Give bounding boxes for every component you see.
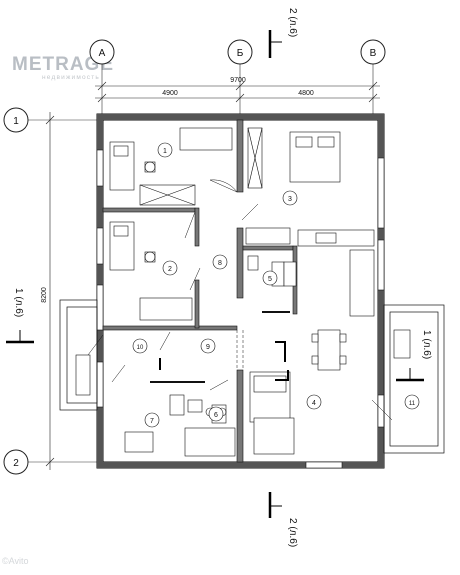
svg-text:1 (л.6): 1 (л.6) [13, 288, 24, 317]
room-label-6: 6 [208, 406, 224, 422]
svg-text:1: 1 [163, 148, 167, 155]
room-label-9: 9 [200, 338, 216, 354]
room-labels: 1 2 3 4 5 6 7 8 9 10 11 [132, 142, 420, 428]
svg-text:2 (л.6): 2 (л.6) [287, 518, 298, 547]
svg-text:9: 9 [206, 344, 210, 351]
svg-text:1: 1 [13, 116, 19, 127]
legend-symbols [159, 341, 289, 381]
axis-bubble-1: 1 [3, 107, 29, 133]
room-label-4: 4 [306, 394, 322, 410]
svg-text:Б: Б [237, 48, 244, 59]
svg-text:10: 10 [137, 345, 144, 351]
brand-logo: METRAGE [12, 54, 114, 75]
svg-text:1 (л.6): 1 (л.6) [421, 330, 432, 359]
dim-total-width: 9700 [230, 77, 246, 84]
watermark: ©Avito [2, 556, 29, 566]
section-marker-top: 2 (л.6) [268, 8, 298, 58]
bathtub-6 [184, 427, 236, 457]
svg-text:5: 5 [268, 276, 272, 283]
axis-bubble-a: А [89, 39, 115, 65]
svg-text:А: А [99, 48, 106, 59]
balcony-right [383, 304, 445, 454]
dimension-lines [45, 81, 380, 470]
axis-bubble-b: Б [227, 39, 253, 65]
dim-total-height: 8200 [41, 287, 48, 303]
room-label-3: 3 [282, 190, 298, 206]
dining-table [317, 329, 341, 371]
svg-text:6: 6 [214, 412, 218, 419]
axis-bubble-2: 2 [3, 449, 29, 475]
room-label-7: 7 [144, 412, 160, 428]
toilet-6 [169, 394, 185, 416]
desk-room-2 [139, 297, 193, 321]
axis-bubble-v: В [360, 39, 386, 65]
section-marker-bottom: 2 (л.6) [268, 492, 298, 547]
svg-text:В: В [370, 48, 377, 59]
kitchen-counter-side [349, 249, 375, 317]
svg-text:7: 7 [150, 418, 154, 425]
partitions [150, 311, 290, 383]
room-label-10: 10 [132, 338, 148, 354]
bathtub [245, 227, 291, 245]
balcony-left [59, 299, 98, 411]
toilet-5 [247, 255, 259, 271]
armchair [253, 417, 295, 455]
room-label-1: 1 [157, 142, 173, 158]
svg-text:8: 8 [218, 260, 222, 267]
desk-room-1 [179, 127, 233, 151]
svg-text:3: 3 [288, 196, 292, 203]
svg-text:11: 11 [409, 401, 416, 407]
furniture [75, 127, 411, 457]
door-swings [87, 179, 393, 421]
section-marker-right: 1 (л.6) [396, 330, 432, 382]
svg-text:2 (л.6): 2 (л.6) [287, 8, 298, 37]
svg-text:2: 2 [168, 266, 172, 273]
room-label-8: 8 [212, 254, 228, 270]
sink-6 [187, 399, 203, 413]
exterior-walls [96, 113, 385, 469]
washer [124, 431, 154, 453]
room-label-11: 11 [404, 394, 420, 410]
dim-left-width: 4900 [162, 90, 178, 97]
room-label-2: 2 [162, 260, 178, 276]
svg-text:4: 4 [312, 400, 316, 407]
brand-tagline: недвижимость [42, 74, 101, 81]
room-label-5: 5 [262, 270, 278, 286]
section-marker-left: 1 (л.6) [6, 288, 34, 344]
axis-lines [28, 64, 374, 463]
dim-right-width: 4800 [298, 90, 314, 97]
svg-text:2: 2 [13, 458, 19, 469]
